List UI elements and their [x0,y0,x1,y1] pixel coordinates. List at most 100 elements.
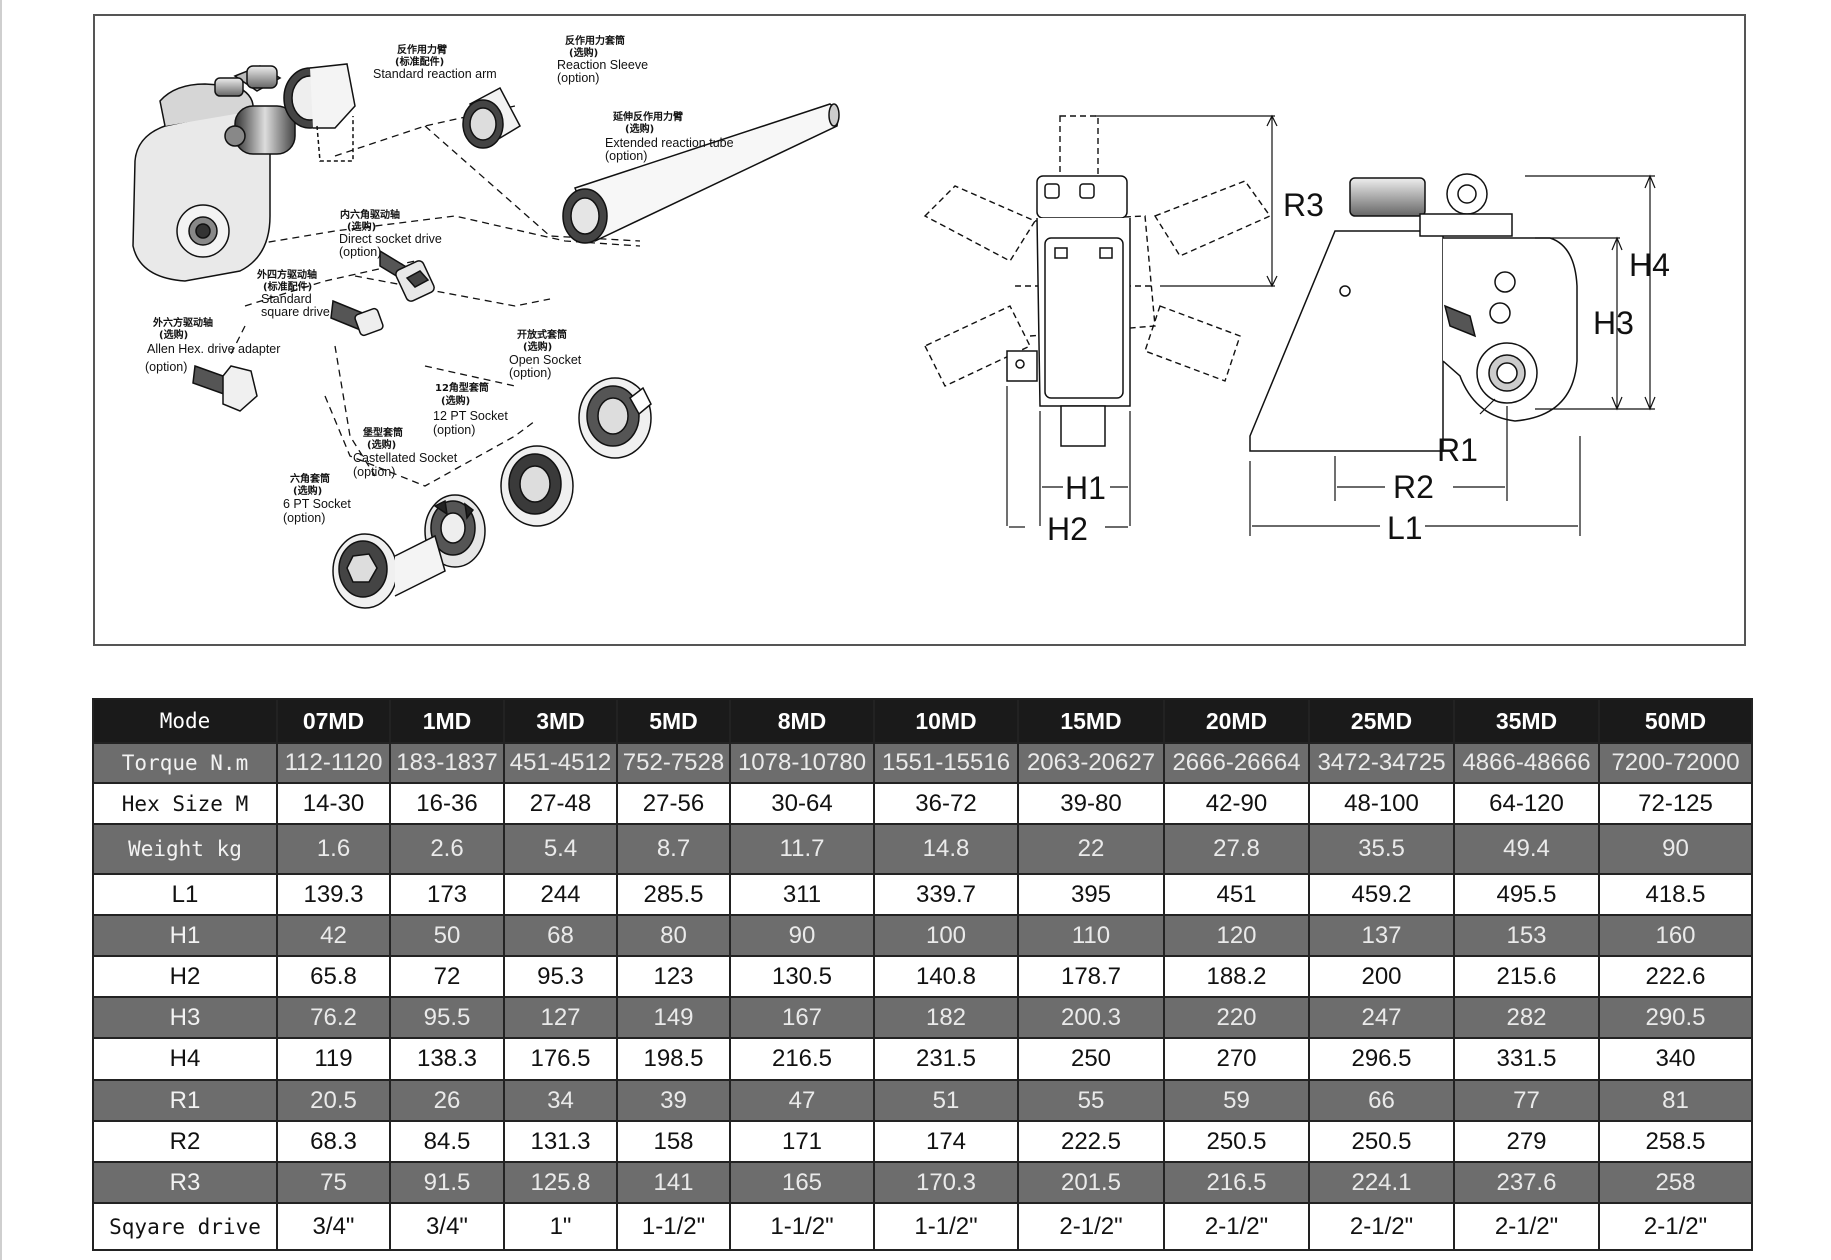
table-cell: 30-64 [729,782,875,825]
label-cn-sub: (标准配件) [395,55,444,68]
front-view-dims: R3 H1 H2 [1047,187,1324,547]
table-cell: 1-1/2" [729,1202,875,1251]
table-cell: 331.5 [1453,1037,1600,1081]
table-cell: 220 [1163,996,1310,1039]
table-cell: 258.5 [1598,1120,1753,1163]
label-en-sub: square drive [261,305,330,319]
table-cell: 120 [1163,914,1310,957]
label-en-sub: (option) [509,366,551,380]
table-cell: 39-80 [1017,782,1165,825]
header-model: 20MD [1163,698,1310,744]
table-cell: 130.5 [729,955,875,998]
table-cell: 27.8 [1163,823,1310,875]
label-en-sub: (option) [145,360,187,374]
table-cell: 59 [1163,1079,1310,1122]
table-cell: 2-1/2" [1017,1202,1165,1251]
header-mode: Mode [92,698,278,744]
table-cell: 200.3 [1017,996,1165,1039]
row-label: Sqyare drive [92,1202,278,1251]
label-cn-sub: (选购) [293,484,322,497]
row-label: H2 [92,955,278,998]
label-cn-sub: (选购) [569,46,598,59]
label-cn-sub: (选购) [367,438,396,451]
table-cell: 200 [1308,955,1455,998]
square-drive-shape [330,299,384,337]
table-cell: 27-48 [503,782,618,825]
wrench-diagrams: 反作用力臂 (标准配件) Standard reaction arm 反作用力套… [132,34,1670,609]
table-cell: 183-1837 [389,742,505,784]
row-label: Hex Size M [92,782,278,825]
table-cell: 216.5 [729,1037,875,1081]
table-cell: 137 [1308,914,1455,957]
table-cell: 250 [1017,1037,1165,1081]
table-cell: 3/4" [276,1202,391,1251]
table-cell: 201.5 [1017,1161,1165,1204]
table-cell: 11.7 [729,823,875,875]
table-cell: 139.3 [276,873,391,916]
label-en: Extended reaction tube [605,136,734,150]
six-pt-socket-shape [332,533,446,609]
table-cell: 91.5 [389,1161,505,1204]
table-cell: 167 [729,996,875,1039]
front-view [923,114,1278,528]
row-label: Torque N.m [92,742,278,784]
diagram-panel: 反作用力臂 (标准配件) Standard reaction arm 反作用力套… [93,14,1746,646]
label-en: Standard [261,292,312,306]
dim-l1: L1 [1387,510,1423,546]
part-labels: 反作用力臂 (标准配件) Standard reaction arm 反作用力套… [145,34,734,525]
table-cell: 3/4" [389,1202,505,1251]
header-model: 50MD [1598,698,1753,744]
table-cell: 339.7 [873,873,1019,916]
table-cell: 140.8 [873,955,1019,998]
table-cell: 90 [1598,823,1753,875]
row-label: H4 [92,1037,278,1081]
table-cell: 222.6 [1598,955,1753,998]
table-cell: 50 [389,914,505,957]
table-cell: 2-1/2" [1453,1202,1600,1251]
row-label: R2 [92,1120,278,1163]
row-label: Weight kg [92,823,278,875]
table-cell: 26 [389,1079,505,1122]
header-model: 07MD [276,698,391,744]
table-cell: 123 [616,955,731,998]
table-cell: 340 [1598,1037,1753,1081]
table-cell: 244 [503,873,618,916]
label-cn-sub: (选购) [159,328,188,341]
table-cell: 14.8 [873,823,1019,875]
table-cell: 55 [1017,1079,1165,1122]
wrench-body [132,65,296,282]
label-cn: 反作用力套筒 [565,34,625,47]
side-view [1249,173,1656,536]
table-cell: 90 [729,914,875,957]
table-cell: 138.3 [389,1037,505,1081]
dim-r1: R1 [1437,432,1478,468]
table-cell: 95.3 [503,955,618,998]
table-cell: 1-1/2" [616,1202,731,1251]
table-cell: 178.7 [1017,955,1165,998]
table-cell: 47 [729,1079,875,1122]
table-cell: 34 [503,1079,618,1122]
table-cell: 752-7528 [616,742,731,784]
dim-h4: H4 [1629,247,1670,283]
label-cn: 12角型套筒 [435,381,489,394]
header-model: 5MD [616,698,731,744]
dim-h2: H2 [1047,511,1088,547]
allen-hex-adapter-shape [192,364,258,412]
header-model: 3MD [503,698,618,744]
row-label: H3 [92,996,278,1039]
table-cell: 296.5 [1308,1037,1455,1081]
table-cell: 51 [873,1079,1019,1122]
header-model: 8MD [729,698,875,744]
table-cell: 2-1/2" [1308,1202,1455,1251]
label-en: 6 PT Socket [283,497,351,511]
table-cell: 182 [873,996,1019,1039]
table-cell: 66 [1308,1079,1455,1122]
table-cell: 48-100 [1308,782,1455,825]
dim-h3: H3 [1593,305,1634,341]
label-cn: 堡型套筒 [363,426,403,439]
